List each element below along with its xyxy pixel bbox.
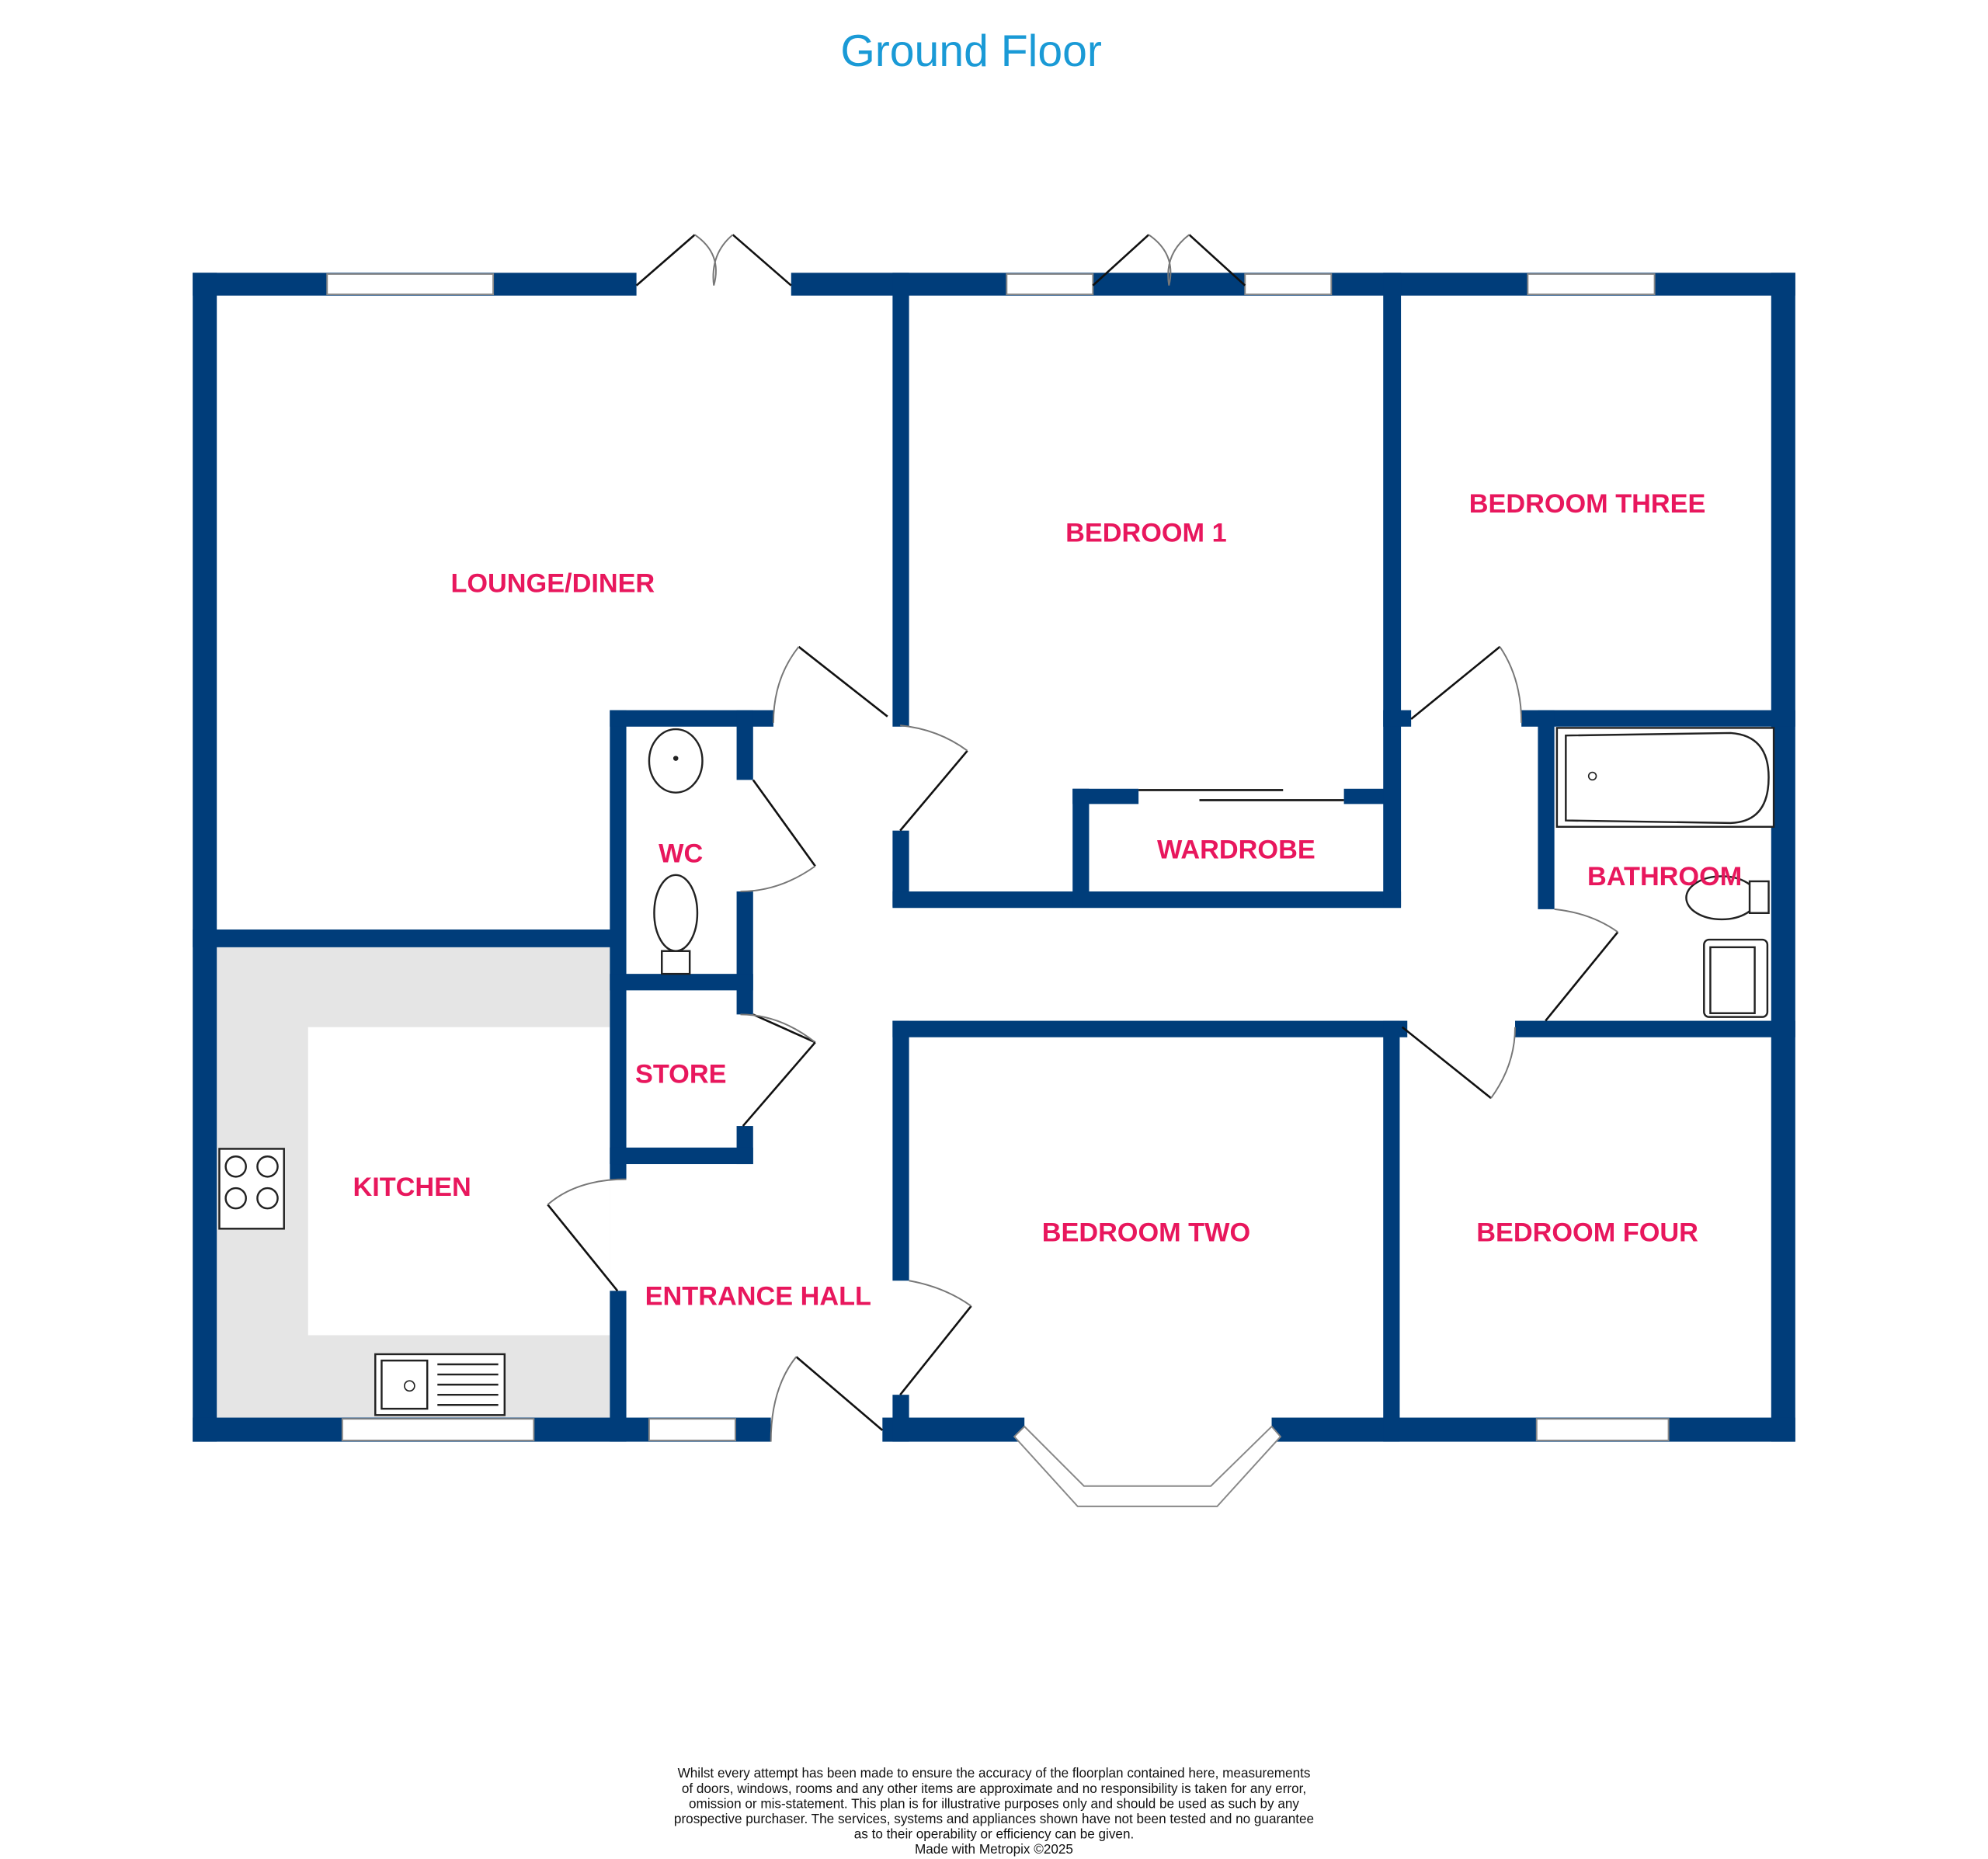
room-label-store: STORE (635, 1060, 726, 1089)
bathroom-basin-icon (1703, 938, 1769, 1018)
bathroom-toilet-icon (1685, 875, 1770, 921)
room-label-wardrobe: WARDROBE (1157, 836, 1315, 865)
basin-icon (648, 728, 704, 794)
floor-title: Ground Floor (840, 26, 1102, 76)
bath-icon (1555, 727, 1775, 828)
room-label-bedroom-three: BEDROOM THREE (1469, 489, 1706, 519)
disclaimer-line: as to their operability or efficiency ca… (854, 1826, 1134, 1842)
room-label-entrance-hall: ENTRANCE HALL (645, 1281, 871, 1311)
fixtures (218, 727, 1775, 1416)
room-label-bedroom-four: BEDROOM FOUR (1476, 1218, 1698, 1248)
metropix-credit: Made with Metropix ©2025 (915, 1841, 1073, 1857)
disclaimer-line: prospective purchaser. The services, sys… (674, 1811, 1314, 1826)
disclaimer-line: omission or mis-statement. This plan is … (689, 1795, 1299, 1811)
room-label-wc: WC (659, 839, 703, 868)
windows (326, 273, 1670, 1507)
wardrobe-sliding-doors (1138, 789, 1344, 801)
kitchen-floor (217, 947, 610, 1418)
disclaimer: Whilst every attempt has been made to en… (674, 1765, 1314, 1857)
hob-icon (218, 1148, 285, 1230)
toilet-icon (653, 874, 699, 975)
sink-icon (374, 1353, 506, 1416)
room-label-bedroom-1: BEDROOM 1 (1065, 518, 1227, 547)
room-label-kitchen: KITCHEN (353, 1173, 471, 1202)
bay-window (1013, 1425, 1282, 1507)
room-label-bedroom-two: BEDROOM TWO (1042, 1218, 1250, 1248)
room-label-bathroom: BATHROOM (1587, 862, 1742, 891)
disclaimer-line: Whilst every attempt has been made to en… (678, 1765, 1311, 1781)
doors (547, 234, 1619, 1442)
room-label-lounge: LOUNGE/DINER (450, 569, 655, 599)
disclaimer-line: of doors, windows, rooms and any other i… (682, 1781, 1306, 1796)
